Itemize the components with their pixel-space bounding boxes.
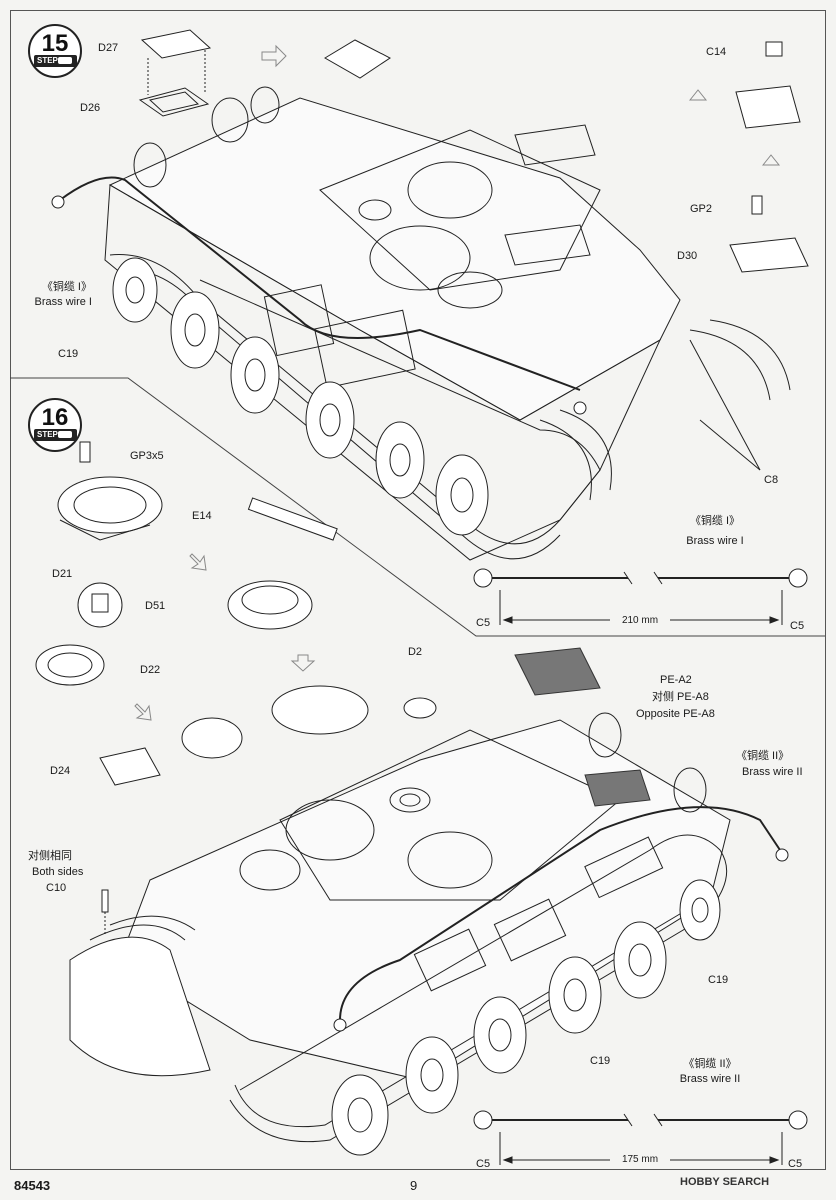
- label-gp2: GP2: [690, 203, 713, 215]
- label-both-sides-cn: 对侧相同: [28, 850, 72, 862]
- label-c19: C19: [58, 348, 79, 360]
- label-pe-opp-cn: 对侧 PE-A8: [652, 691, 709, 703]
- wire1-c5-left: C5: [476, 617, 491, 629]
- label-d22: D22: [140, 664, 161, 676]
- wire2-length: 175 mm: [610, 1154, 670, 1165]
- step-15-badge: 15 STEP: [28, 24, 82, 78]
- label-c19-lower: C19: [590, 1055, 611, 1067]
- page-frame: [10, 10, 826, 1170]
- label-gp3x5: GP3x5: [130, 450, 164, 462]
- step-16-number: 16: [41, 404, 69, 431]
- brass-wire-1-drawing: [473, 568, 808, 625]
- wire1-title-en: Brass wire I: [686, 535, 744, 547]
- label-d2: D2: [407, 646, 423, 658]
- label-d51: D51: [145, 600, 166, 612]
- label-d30: D30: [677, 250, 698, 262]
- parts-step16: [35, 441, 651, 935]
- label-wire2-cn: 《铜缆 II》: [736, 750, 790, 762]
- label-c10: C10: [46, 882, 67, 894]
- hull-step16: [69, 712, 789, 1156]
- label-c19-right: C19: [708, 974, 729, 986]
- label-d21: D21: [52, 568, 73, 580]
- step-15-number: 15: [41, 30, 69, 57]
- parts-step15: [138, 29, 809, 471]
- page-number: 9: [410, 1178, 418, 1193]
- wire1-c5-right: C5: [790, 620, 805, 632]
- wire2-title-en: Brass wire II: [679, 1073, 741, 1085]
- product-code: 84543: [14, 1178, 51, 1193]
- watermark-logo: HOBBY SEARCH: [680, 1176, 770, 1188]
- label-pe-a2: PE-A2: [660, 674, 692, 686]
- label-both-sides-en: Both sides: [32, 866, 84, 878]
- hull-step15: [51, 86, 791, 561]
- step-16-badge: 16 STEP: [28, 398, 82, 452]
- wire1-length: 210 mm: [610, 615, 670, 626]
- step-divider: [10, 377, 825, 637]
- tank-icon: [58, 431, 72, 438]
- label-pe-opp-en: Opposite PE-A8: [636, 708, 715, 720]
- label-wire1-cn: 《铜缆 I》: [41, 281, 92, 293]
- label-c14: C14: [706, 46, 727, 58]
- label-d26: D26: [80, 102, 101, 114]
- tank-icon: [58, 57, 72, 64]
- label-c8: C8: [764, 474, 779, 486]
- label-wire2-en: Brass wire II: [742, 766, 803, 778]
- road-wheels-15: [112, 257, 489, 536]
- wire2-c5-left: C5: [476, 1158, 491, 1170]
- road-wheels-16: [331, 879, 721, 1156]
- label-d24: D24: [50, 765, 71, 777]
- label-wire1-en: Brass wire I: [34, 296, 92, 308]
- label-e14: E14: [192, 510, 212, 522]
- wire2-c5-right: C5: [788, 1158, 803, 1170]
- wire2-title-cn: 《铜缆 II》: [683, 1058, 737, 1070]
- wire1-title-cn: 《铜缆 I》: [689, 515, 741, 527]
- label-d27: D27: [98, 42, 119, 54]
